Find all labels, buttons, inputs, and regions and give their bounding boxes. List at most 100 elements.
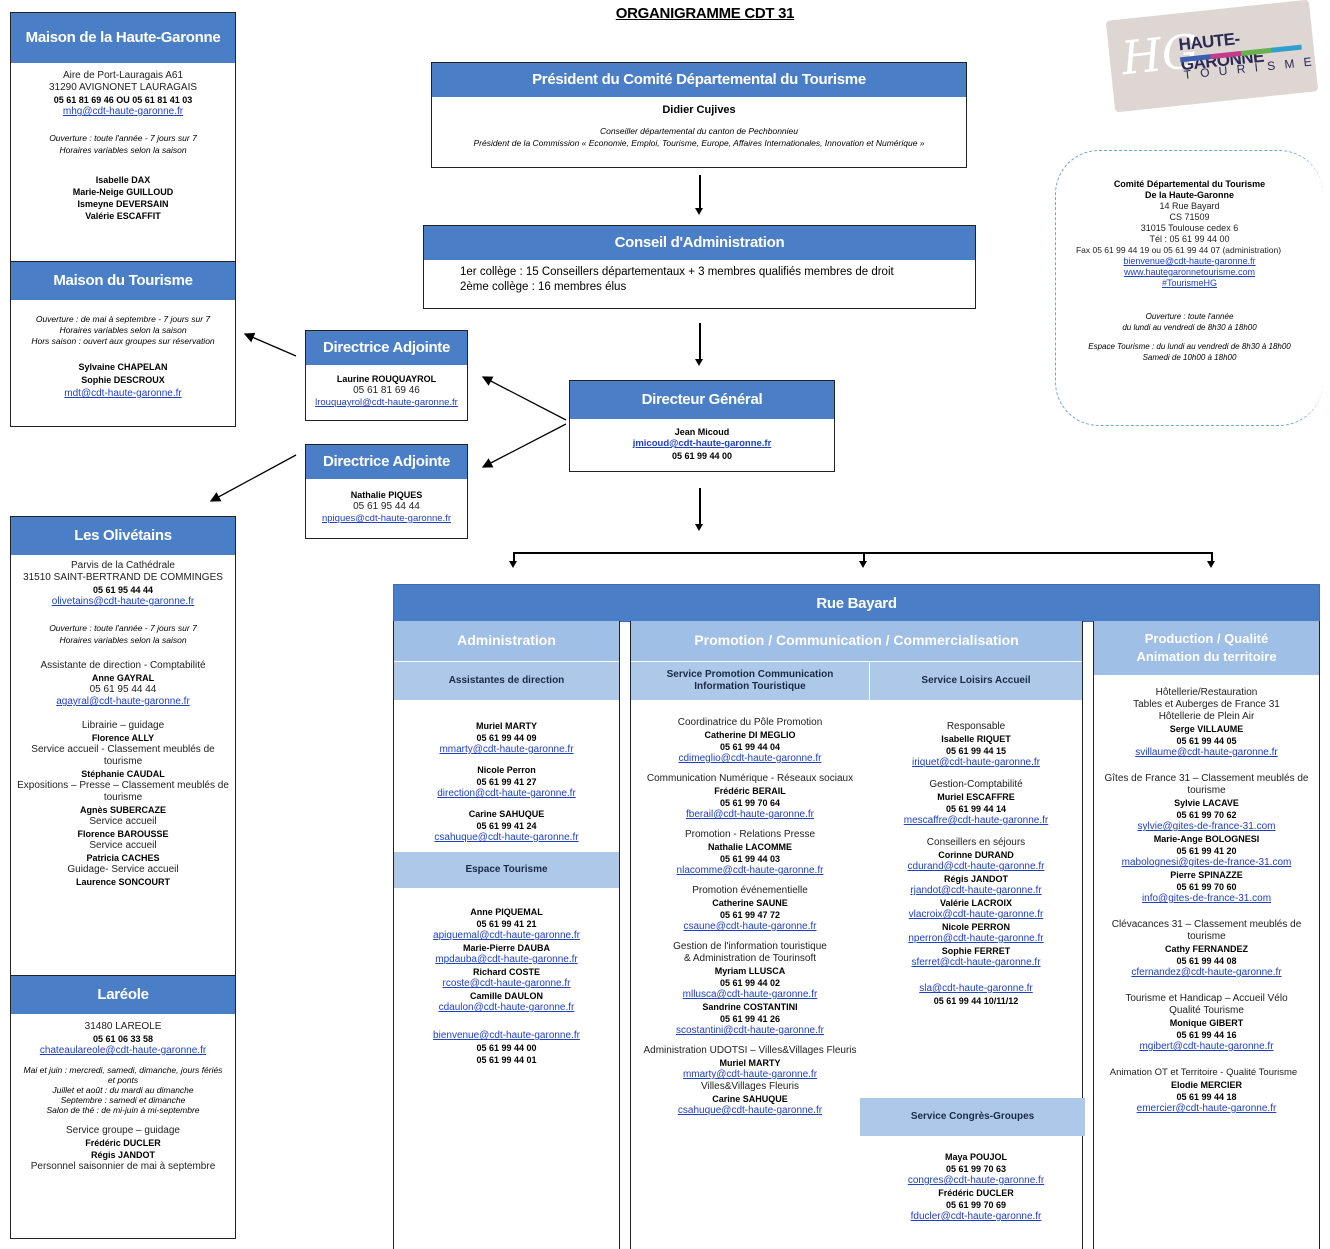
email-link[interactable]: cdaulon@cdt-haute-garonne.fr [438,1002,575,1013]
staff-role: Clévacances 31 – Classement meublés de t… [1111,919,1302,942]
tel: 05 61 99 41 26 [719,1014,781,1024]
email-link[interactable]: cfernandez@cdt-haute-garonne.fr [1131,967,1282,978]
tel: 05 61 99 44 04 [719,742,781,752]
email-link[interactable]: vlacroix@cdt-haute-garonne.fr [908,909,1044,920]
staff-role: Qualité Tourisme [1169,1005,1244,1016]
adjointe-email[interactable]: lrouquayrol@cdt-haute-garonne.fr [315,397,458,408]
tel: 05 61 99 44 05 [1176,736,1237,746]
conseil-title: Conseil d'Administration [424,226,975,260]
adjointe-tel: 05 61 95 44 44 [353,501,420,512]
staff-name: Cathy FERNANDEZ [1164,944,1248,954]
tel: 05 61 99 41 24 [476,821,537,831]
president-name: Didier Cujives [662,104,736,116]
directeur-box: Directeur Général Jean Micoud jmicoud@cd… [569,380,835,472]
email-link[interactable]: mllusca@cdt-haute-garonne.fr [682,989,818,1000]
directeur-tel: 05 61 99 44 00 [671,451,733,461]
contact-line: CS 71509 [1169,212,1210,222]
directeur-email[interactable]: jmicoud@cdt-haute-garonne.fr [632,438,772,449]
staff-name: Serge VILLAUME [1169,724,1244,734]
email-link[interactable]: mgibert@cdt-haute-garonne.fr [1139,1041,1274,1052]
staff-role: Responsable [946,721,1006,732]
staff-name: Marie-Neige GUILLOUD [72,187,174,197]
tel: 05 61 99 44 03 [719,854,781,864]
staff-name: Myriam LLUSCA [714,966,786,976]
email-link[interactable]: scostantini@cdt-haute-garonne.fr [675,1025,824,1036]
contact-hours: Ouverture : toute l'année [1145,312,1234,321]
email-link[interactable]: cdurand@cdt-haute-garonne.fr [907,861,1045,872]
adjointe-email[interactable]: npiques@cdt-haute-garonne.fr [321,513,451,524]
email-link[interactable]: olivetains@cdt-haute-garonne.fr [51,596,195,607]
email-link[interactable]: fducler@cdt-haute-garonne.fr [910,1211,1042,1222]
staff-role: Service groupe – guidage [66,1125,180,1136]
contact-line: 31015 Toulouse cedex 6 [1140,223,1239,233]
tel: 05 61 99 44 18 [1176,1092,1237,1102]
staff-name: Régis JANDOT [943,874,1008,884]
contact-website[interactable]: www.hautegaronnetourisme.com [1123,267,1256,277]
staff-name: Sandrine COSTANTINI [702,1002,798,1012]
email-link[interactable]: congres@cdt-haute-garonne.fr [907,1175,1045,1186]
email-link[interactable]: fberail@cdt-haute-garonne.fr [686,809,814,820]
staff-name: Muriel MARTY [475,721,537,731]
staff-role: & Administration de Tourinsoft [683,953,817,964]
olivetains-box: Les Olivétains Parvis de la Cathédrale 3… [10,516,236,976]
page-title: ORGANIGRAMME CDT 31 [615,5,795,22]
connector-line [699,488,701,526]
email-link[interactable]: bienvenue@cdt-haute-garonne.fr [433,1030,580,1041]
tel: 05 61 99 70 69 [945,1200,1007,1210]
email-link[interactable]: apiquemal@cdt-haute-garonne.fr [433,930,580,941]
staff-name: Isabelle RIQUET [941,734,1011,744]
tel: 05 61 99 44 10/11/12 [933,996,1019,1006]
email-link[interactable]: csaune@cdt-haute-garonne.fr [683,921,817,932]
email-link[interactable]: nlacomme@cdt-haute-garonne.fr [676,865,824,876]
email-link[interactable]: mdt@cdt-haute-garonne.fr [64,388,182,399]
email-link[interactable]: agayral@cdt-haute-garonne.fr [56,696,190,707]
promotion-column: Promotion / Communication / Commercialis… [630,621,1085,1249]
email-link[interactable]: iriquet@cdt-haute-garonne.fr [912,757,1040,768]
contact-hashtag[interactable]: #TourismeHG [1161,278,1217,288]
contact-email[interactable]: bienvenue@cdt-haute-garonne.fr [1123,256,1256,266]
staff-role: Service accueil [89,816,157,827]
email-link[interactable]: cdimeglio@cdt-haute-garonne.fr [678,753,822,764]
contact-hours: Espace Tourisme : du lundi au vendredi d… [1088,342,1291,351]
staff-name: Agnès SUBERCAZE [79,805,166,815]
staff-name: Sylvie LACAVE [1174,798,1239,808]
sub-header: Service Loisirs Accueil [870,662,1082,700]
email-link[interactable]: nperron@cdt-haute-garonne.fr [908,933,1044,944]
email-link[interactable]: sla@cdt-haute-garonne.fr [919,983,1033,994]
email-link[interactable]: csahuque@cdt-haute-garonne.fr [434,832,579,843]
email-link[interactable]: svillaume@cdt-haute-garonne.fr [1135,747,1278,758]
president-title: Président du Comité Départemental du Tou… [432,63,966,97]
opening-hours: Juillet et août : du mardi au dimanche [52,1085,194,1095]
email-link[interactable]: mpdauba@cdt-haute-garonne.fr [435,954,578,965]
conseil-college-2: 2ème collège : 16 membres élus [460,281,627,293]
production-column: Production / Qualité Animation du territ… [1093,621,1320,1249]
tel: 05 61 99 44 01 [476,1055,537,1065]
email-link[interactable]: rjandot@cdt-haute-garonne.fr [910,885,1042,896]
staff-role: Promotion événementielle [692,885,808,896]
staff-name: Marie-Ange BOLOGNESI [1153,834,1260,844]
tel: 05 61 99 41 27 [476,777,537,787]
email-link[interactable]: rcoste@cdt-haute-garonne.fr [442,978,571,989]
email-link[interactable]: info@gites-de-france-31.com [1141,893,1272,904]
email-link[interactable]: emercier@cdt-haute-garonne.fr [1136,1103,1277,1114]
email-link[interactable]: chateaulareole@cdt-haute-garonne.fr [39,1045,207,1056]
staff-role: Coordinatrice du Pôle Promotion [677,717,823,728]
email-link[interactable]: sferret@cdt-haute-garonne.fr [911,957,1041,968]
email-link[interactable]: mmarty@cdt-haute-garonne.fr [439,744,574,755]
email-link[interactable]: sylvie@gites-de-france-31.com [1137,821,1276,832]
email-link[interactable]: mabolognesi@gites-de-france-31.com [1121,857,1292,868]
email-link[interactable]: direction@cdt-haute-garonne.fr [437,788,576,799]
staff-name: Frédéric DUCLER [85,1138,161,1148]
arrow-line [481,423,567,468]
tel: 05 61 99 70 62 [1176,810,1237,820]
staff-role: Gîtes de France 31 – Classement meublés … [1104,773,1309,796]
staff-role: Service accueil - Classement meublés de … [31,744,215,767]
arrow-down-icon [509,561,517,568]
tel: 05 61 99 44 02 [719,978,781,988]
staff-name: Valérie ESCAFFIT [85,211,161,221]
email-link[interactable]: mmarty@cdt-haute-garonne.fr [682,1069,818,1080]
connector-line [863,552,865,562]
email-link[interactable]: csahuque@cdt-haute-garonne.fr [677,1105,823,1116]
email-link[interactable]: mescaffre@cdt-haute-garonne.fr [903,815,1049,826]
email-link[interactable]: mhg@cdt-haute-garonne.fr [62,106,184,117]
